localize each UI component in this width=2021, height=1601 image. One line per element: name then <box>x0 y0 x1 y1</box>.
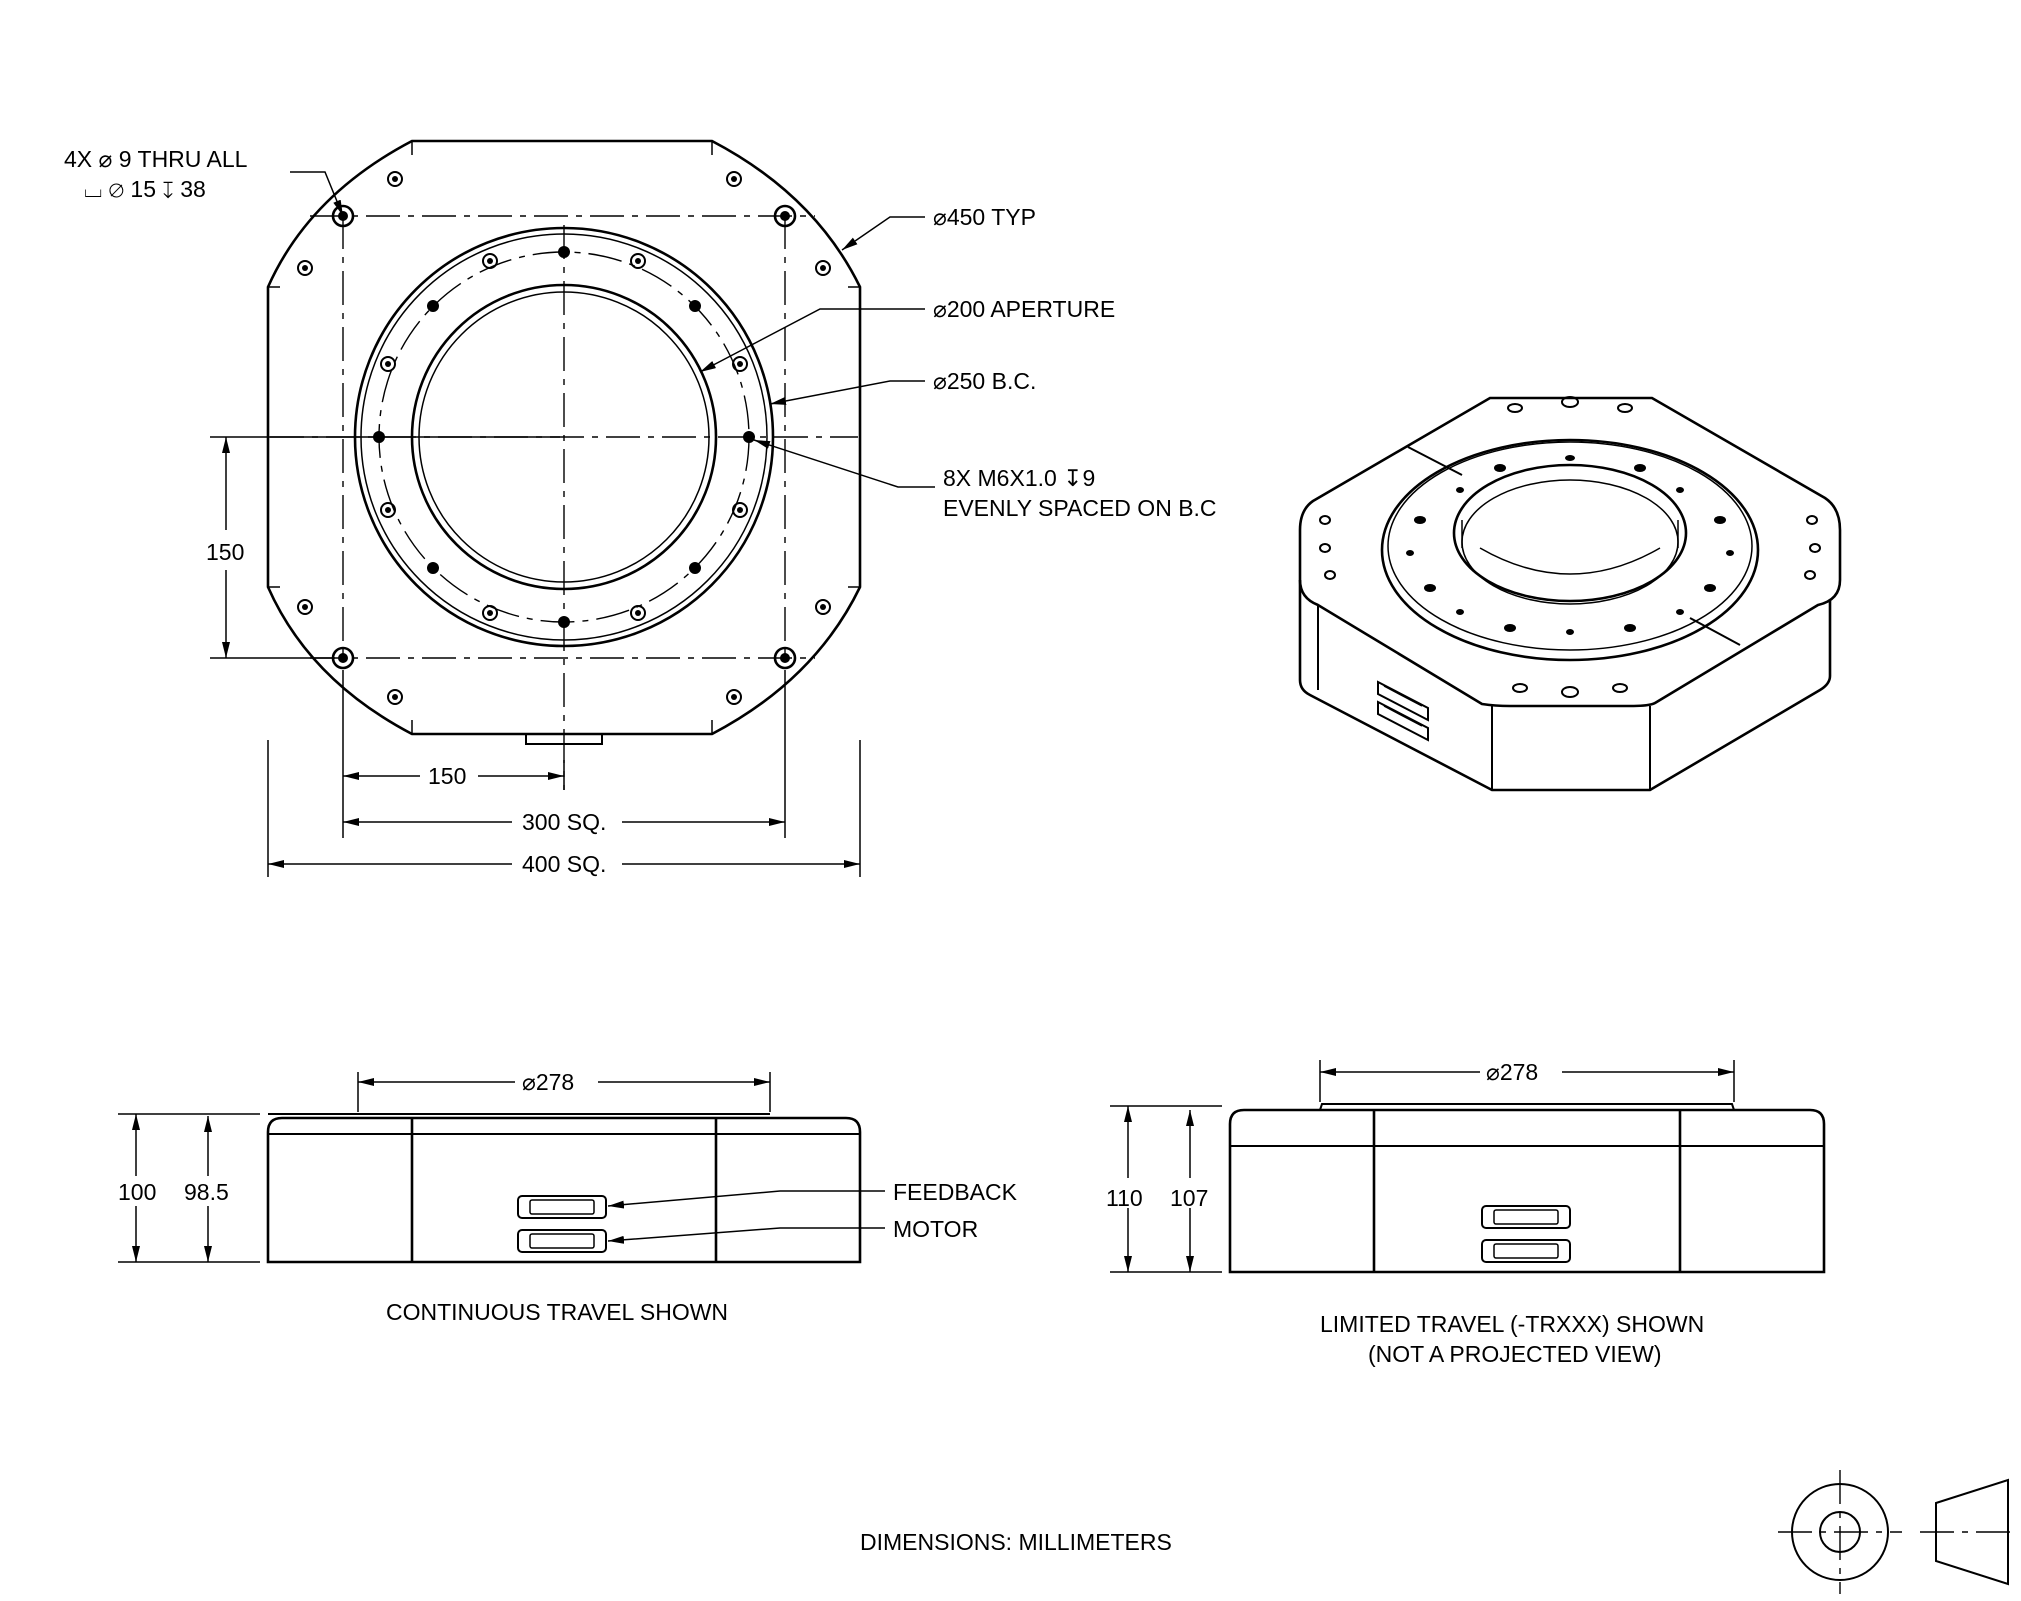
iso-holes <box>1319 396 1821 698</box>
note-thru-holes-2: ⌴ ⌀ 15 ↧ 38 <box>84 176 206 202</box>
side-body <box>266 1116 862 1264</box>
isometric-view <box>1298 396 1842 792</box>
dim-vertical-150: 150 <box>206 539 244 565</box>
iso-aperture <box>1452 463 1688 603</box>
side-view-limited: ⌀278 110 107 LIMITED TRAVEL (-TRXXX) SHO… <box>1106 1059 1826 1367</box>
caption-limited-1: LIMITED TRAVEL (-TRXXX) SHOWN <box>1320 1311 1704 1337</box>
dimensions-units-note: DIMENSIONS: MILLIMETERS <box>860 1529 1172 1555</box>
limited-feedback-connector <box>1481 1205 1571 1229</box>
dim-300-sq: 300 SQ. <box>522 809 606 835</box>
side-continuous-h-total: 100 <box>118 1179 156 1205</box>
iso-connectors <box>1377 680 1429 742</box>
feedback-connector <box>517 1195 607 1219</box>
limited-body <box>1228 1108 1826 1274</box>
feedback-label: FEEDBACK <box>893 1179 1018 1205</box>
note-thru-holes-1: 4X ⌀ 9 THRU ALL <box>64 146 248 172</box>
limited-motor-connector <box>1481 1239 1571 1263</box>
note-aperture: ⌀200 APERTURE <box>933 296 1115 322</box>
note-tapped-1: 8X M6X1.0 ↧9 <box>943 465 1095 491</box>
motor-connector <box>517 1229 607 1253</box>
flange-holes <box>380 253 748 621</box>
perimeter-holes <box>297 171 831 705</box>
side-continuous-h-body: 98.5 <box>184 1179 229 1205</box>
note-bolt-circle: ⌀250 B.C. <box>933 368 1036 394</box>
iso-flange <box>1380 438 1760 662</box>
third-angle-projection-symbol <box>1778 1470 2018 1594</box>
top-view: 150 150 300 SQ. 400 SQ. 4X ⌀ 9 THRU ALL … <box>64 139 1217 877</box>
caption-limited-2: (NOT A PROJECTED VIEW) <box>1368 1341 1662 1367</box>
dim-half-150: 150 <box>428 763 466 789</box>
note-outer-diameter: ⌀450 TYP <box>933 204 1036 230</box>
side-limited-dia: ⌀278 <box>1486 1059 1538 1085</box>
side-limited-h-body: 107 <box>1170 1185 1208 1211</box>
iso-flange-inner <box>1387 441 1753 651</box>
side-view-continuous: ⌀278 FEEDBACK MOTOR 100 98.5 CONTINUOUS … <box>118 1069 1018 1325</box>
motor-label: MOTOR <box>893 1216 978 1242</box>
caption-continuous: CONTINUOUS TRAVEL SHOWN <box>386 1299 728 1325</box>
dim-400-sq: 400 SQ. <box>522 851 606 877</box>
tapped-holes <box>373 246 755 628</box>
iso-bottom-edge <box>1298 580 1832 792</box>
side-continuous-dia: ⌀278 <box>522 1069 574 1095</box>
side-limited-h-total: 110 <box>1106 1185 1143 1211</box>
note-tapped-2: EVENLY SPACED ON B.C <box>943 495 1217 521</box>
